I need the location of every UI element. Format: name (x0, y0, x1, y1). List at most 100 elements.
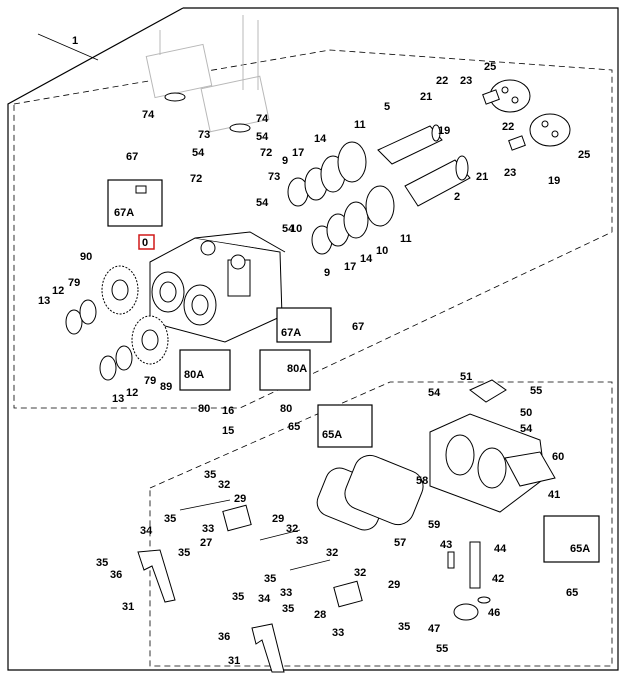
callout-33: 33 (332, 627, 344, 639)
callout-14: 14 (314, 133, 327, 145)
callout-35: 35 (264, 573, 276, 585)
callout-32: 32 (326, 547, 338, 559)
box-65a-left-label: 65A (322, 429, 342, 441)
callout-19: 19 (548, 175, 560, 187)
callout-11: 11 (354, 119, 366, 131)
callout-31: 31 (228, 655, 240, 667)
callout-42: 42 (492, 573, 504, 585)
detail-box-67a-mid: 67A (276, 307, 332, 343)
callout-33: 33 (280, 587, 292, 599)
callout-36: 36 (218, 631, 230, 643)
callout-54: 54 (282, 223, 295, 235)
detail-box-67a-top: 67A (107, 179, 163, 227)
callout-25: 25 (578, 149, 590, 161)
callout-13: 13 (112, 393, 124, 405)
callout-65: 65 (566, 587, 578, 599)
detail-box-80a-right: 80A (259, 349, 311, 391)
callout-33: 33 (202, 523, 214, 535)
callout-25: 25 (484, 61, 496, 73)
callout-44: 44 (494, 543, 507, 555)
servo-pistons (482, 79, 571, 151)
callout-22: 22 (436, 75, 448, 87)
box-80a-right-label: 80A (287, 363, 307, 375)
callout-72: 72 (190, 173, 202, 185)
callout-9: 9 (282, 155, 288, 167)
callout-54: 54 (256, 131, 269, 143)
callout-35: 35 (204, 469, 216, 481)
callout-34: 34 (140, 525, 153, 537)
retaining-rings (65, 299, 133, 381)
callout-12: 12 (126, 387, 138, 399)
callout-67: 67 (126, 151, 138, 163)
callout-31: 31 (122, 601, 134, 613)
callout-17: 17 (292, 147, 304, 159)
gear-90 (101, 265, 139, 315)
callout-29: 29 (272, 513, 284, 525)
bearing-set-upper (287, 141, 367, 207)
spool-assembly (447, 541, 491, 621)
callout-22: 22 (502, 121, 514, 133)
callout-90: 90 (80, 251, 92, 263)
callout-35: 35 (398, 621, 410, 633)
callout-65: 65 (288, 421, 300, 433)
callout-57: 57 (394, 537, 406, 549)
callout-28: 28 (314, 609, 326, 621)
callout-36: 36 (110, 569, 122, 581)
callout-34: 34 (258, 593, 271, 605)
detail-box-80a-left: 80A (179, 349, 231, 391)
callout-19: 19 (438, 125, 450, 137)
callout-32: 32 (286, 523, 298, 535)
callout-79: 79 (144, 375, 156, 387)
callout-1: 1 (72, 35, 78, 47)
callout-32: 32 (218, 479, 230, 491)
callout-79: 79 (68, 277, 80, 289)
ghost-pump-assemblies (145, 15, 270, 133)
callout-21: 21 (420, 91, 432, 103)
bearing-set-lower (311, 185, 395, 255)
shaft-assembly (377, 124, 471, 207)
callout-67: 67 (352, 321, 364, 333)
callout-9: 9 (324, 267, 330, 279)
rear-housing (429, 379, 556, 513)
callout-15: 15 (222, 425, 234, 437)
callout-10: 10 (376, 245, 388, 257)
callout-14: 14 (360, 253, 373, 265)
detail-box-65a-right: 65A (543, 515, 600, 563)
callout-23: 23 (504, 167, 516, 179)
callout-10: 10 (290, 223, 302, 235)
callout-80: 80 (198, 403, 210, 415)
callout-labels: 74 74 73 73 54 54 54 54 54 72 72 67 67 2… (38, 61, 590, 667)
callout-54: 54 (256, 197, 269, 209)
callout-29: 29 (234, 493, 246, 505)
callout-60: 60 (552, 451, 564, 463)
callout-72: 72 (260, 147, 272, 159)
callout-55: 55 (436, 643, 448, 655)
callout-43: 43 (440, 539, 452, 551)
callout-73: 73 (268, 171, 280, 183)
callout-55: 55 (530, 385, 542, 397)
callout-13: 13 (38, 295, 50, 307)
callout-35: 35 (282, 603, 294, 615)
callout-21: 21 (476, 171, 488, 183)
callout-16: 16 (222, 405, 234, 417)
callout-47: 47 (428, 623, 440, 635)
shift-forks (137, 499, 363, 673)
callout-33: 33 (296, 535, 308, 547)
callout-27: 27 (200, 537, 212, 549)
box-67a-mid-label: 67A (281, 327, 301, 339)
callout-80: 80 (280, 403, 292, 415)
callout-73: 73 (198, 129, 210, 141)
highlight-label: 0 (142, 237, 148, 249)
highlight-marker: 0 (138, 234, 155, 250)
callout-35: 35 (178, 547, 190, 559)
detail-box-65a-left: 65A (317, 404, 373, 448)
callout-5: 5 (384, 101, 390, 113)
callout-12: 12 (52, 285, 64, 297)
gear-89 (131, 315, 169, 365)
box-80a-left-label: 80A (184, 369, 204, 381)
callout-74: 74 (142, 109, 155, 121)
callout-17: 17 (344, 261, 356, 273)
callout-11: 11 (400, 233, 412, 245)
callout-35: 35 (164, 513, 176, 525)
callout-54: 54 (428, 387, 441, 399)
